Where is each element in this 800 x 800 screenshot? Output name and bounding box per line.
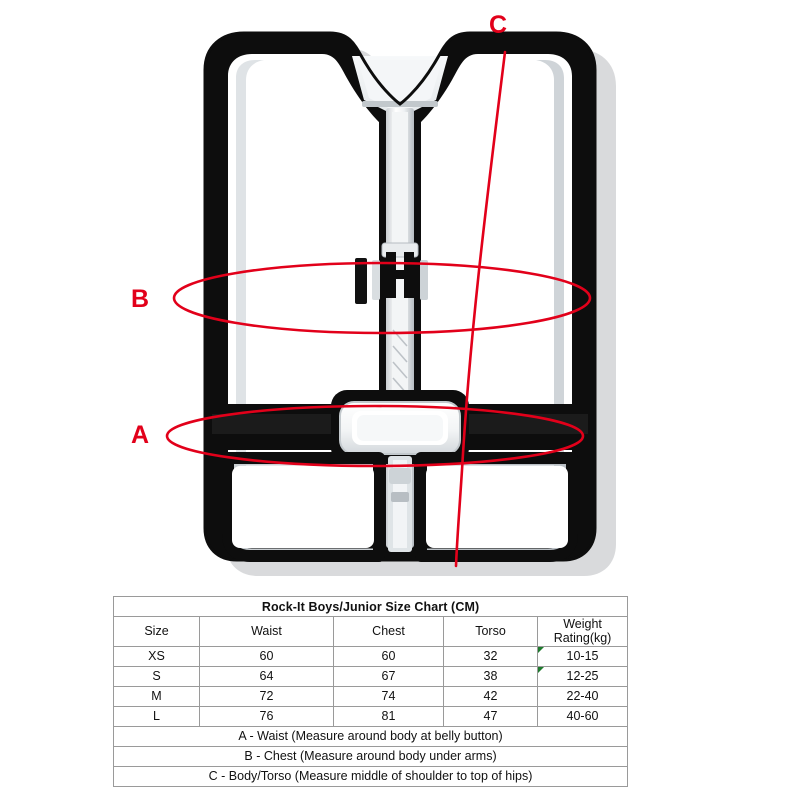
column-header-weight-rating: Weight Rating(kg)	[536, 616, 629, 647]
vest-diagram-svg	[165, 31, 616, 576]
table-row: L 76 81 47 40-60	[113, 705, 629, 727]
cell-torso: 38	[443, 665, 538, 687]
cell-chest: 67	[333, 665, 444, 687]
cell-torso: 47	[443, 705, 538, 727]
cell-chest: 74	[333, 685, 444, 707]
column-header-chest: Chest	[333, 616, 444, 647]
measurement-ellipse-a	[165, 404, 585, 468]
size-chart-container: Rock-It Boys/Junior Size Chart (CM) Size…	[112, 596, 629, 787]
cell-torso: 42	[443, 685, 538, 707]
note-waist: A - Waist (Measure around body at belly …	[112, 725, 629, 747]
table-note-row: B - Chest (Measure around body under arm…	[112, 745, 629, 767]
note-chest: B - Chest (Measure around body under arm…	[112, 745, 629, 767]
table-title-row: Rock-It Boys/Junior Size Chart (CM)	[112, 596, 629, 617]
cell-chest: 81	[333, 705, 444, 727]
cell-waist: 72	[199, 685, 334, 707]
cell-weight: 10-15	[536, 645, 629, 667]
measurement-label-b: B	[131, 285, 150, 313]
column-header-size: Size	[113, 616, 200, 647]
column-header-waist: Waist	[199, 616, 334, 647]
table-title: Rock-It Boys/Junior Size Chart (CM)	[112, 596, 629, 617]
note-torso: C - Body/Torso (Measure middle of should…	[112, 765, 629, 787]
measurement-label-c: C	[489, 11, 508, 39]
measurement-label-a: A	[131, 421, 150, 449]
cell-weight: 12-25	[536, 665, 629, 687]
size-chart-table: Rock-It Boys/Junior Size Chart (CM) Size…	[112, 596, 629, 787]
measurement-ellipse-b	[172, 261, 592, 335]
cell-waist: 60	[199, 645, 334, 667]
table-row: XS 60 60 32 10-15	[113, 645, 629, 667]
vest-body	[203, 31, 597, 562]
vest-illustration: B A C	[131, 11, 616, 576]
cell-weight: 22-40	[536, 685, 629, 707]
cell-chest: 60	[333, 645, 444, 667]
cell-weight: 40-60	[536, 705, 629, 727]
weight-header-line-2: Rating(kg)	[553, 631, 612, 646]
cell-torso: 32	[443, 645, 538, 667]
measurement-guides	[165, 50, 592, 568]
table-row: M 72 74 42 22-40	[113, 685, 629, 707]
table-row: S 64 67 38 12-25	[113, 665, 629, 687]
weight-header-line-1: Weight	[563, 617, 602, 631]
cell-waist: 64	[199, 665, 334, 687]
cell-size: XS	[113, 645, 200, 667]
cell-waist: 76	[199, 705, 334, 727]
cell-size: M	[113, 685, 200, 707]
cell-size: L	[113, 705, 200, 727]
cell-size: S	[113, 665, 200, 687]
measurement-line-c	[454, 50, 507, 568]
table-header-row: Size Waist Chest Torso Weight Rating(kg)	[113, 616, 629, 647]
table-note-row: C - Body/Torso (Measure middle of should…	[112, 765, 629, 787]
column-header-torso: Torso	[443, 616, 538, 647]
table-note-row: A - Waist (Measure around body at belly …	[112, 725, 629, 747]
